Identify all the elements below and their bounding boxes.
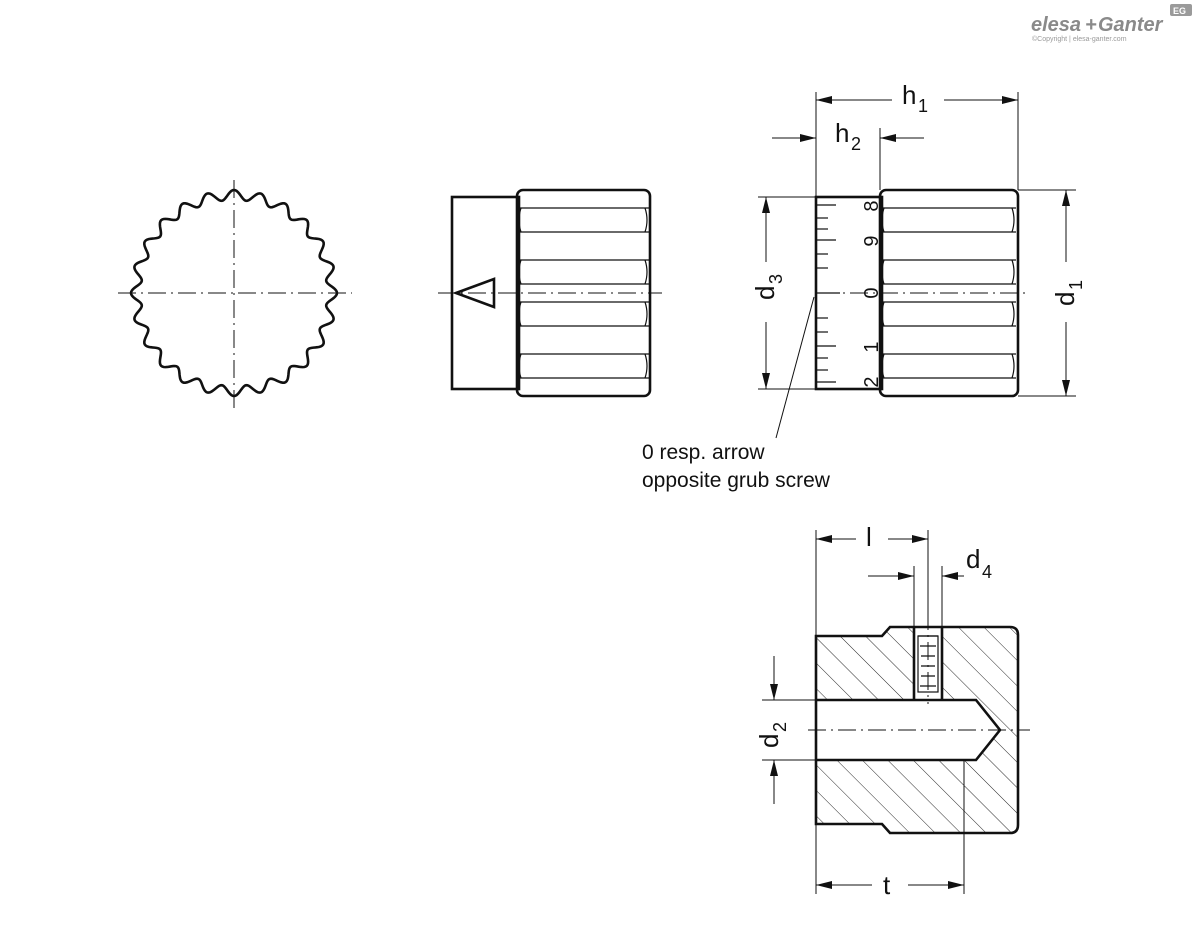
logo-badge-icon — [1170, 4, 1192, 16]
note-line-2: opposite grub screw — [642, 469, 831, 492]
logo-elesa-text: elesa — [1031, 14, 1081, 36]
logo-ganter-text: Ganter — [1098, 14, 1164, 36]
label-d4: d — [966, 544, 980, 574]
logo-copyright: ©Copyright | elesa-ganter.com — [1032, 35, 1127, 43]
label-d1-sub: 1 — [1066, 280, 1086, 290]
logo-badge-text: EG — [1173, 6, 1186, 16]
label-d2: d — [754, 734, 784, 748]
knurl-ridges-scale — [882, 207, 1016, 379]
section-hatch — [816, 627, 1018, 833]
label-h2-sub: 2 — [851, 134, 861, 154]
label-d3: d — [750, 286, 780, 300]
label-h2: h — [835, 118, 849, 148]
label-l: l — [866, 522, 872, 552]
scale-number-1: 1 — [861, 341, 883, 352]
scale-number-8: 8 — [861, 200, 883, 211]
label-d4-sub: 4 — [982, 562, 992, 582]
scale-number-2: 2 — [861, 376, 883, 387]
section-outline — [814, 625, 1020, 835]
side-view-scale: 8 9 0 1 2 h 1 h — [642, 80, 1086, 492]
section-view: l d 4 d 2 t — [754, 522, 1030, 900]
label-h1-sub: 1 — [918, 96, 928, 116]
triangle-mark-icon — [452, 277, 496, 309]
label-d3-sub: 3 — [766, 274, 786, 284]
scale-number-0: 0 — [861, 287, 883, 298]
front-view — [118, 180, 352, 410]
scale-number-9: 9 — [861, 235, 883, 246]
scale-ticks — [816, 204, 840, 383]
logo-plus-text: + — [1085, 14, 1097, 36]
label-t: t — [883, 870, 891, 900]
grub-screw-hole — [912, 627, 944, 700]
note-leader-line — [775, 296, 815, 439]
label-d1: d — [1050, 292, 1080, 306]
label-h1: h — [902, 80, 916, 110]
side-view-arrow — [438, 188, 662, 398]
knurl-ridges — [519, 207, 649, 379]
note-line-1: 0 resp. arrow — [642, 441, 765, 464]
brand-logo: elesa + Ganter EG ©Copyright | elesa-gan… — [1031, 4, 1192, 43]
label-d2-sub: 2 — [770, 722, 790, 732]
